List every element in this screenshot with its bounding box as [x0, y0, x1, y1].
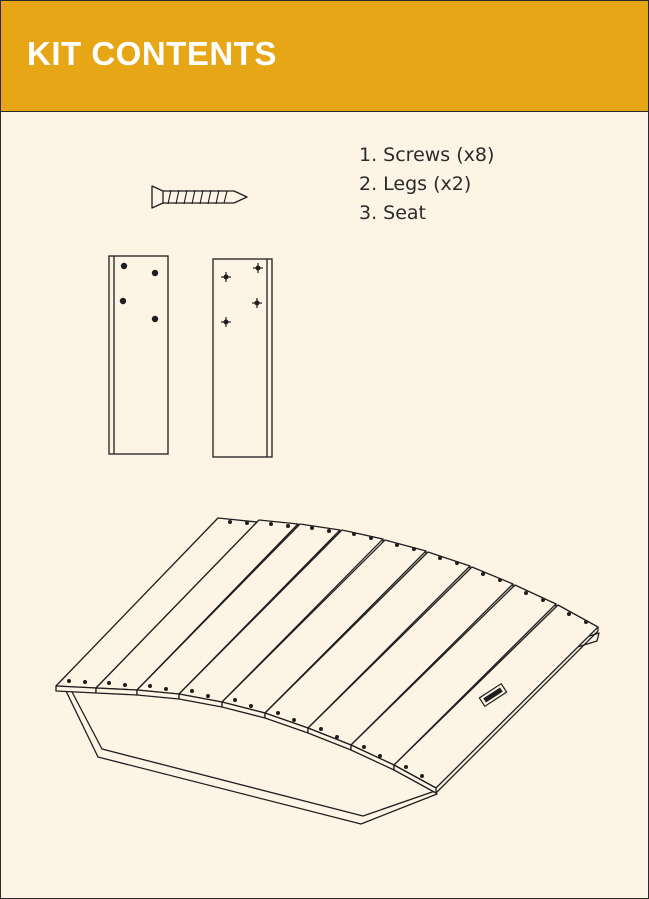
page-title: KIT CONTENTS — [27, 35, 277, 72]
parts-list-item-legs: 2. Legs (x2) — [359, 173, 472, 195]
parts-list-item-seat: 3. Seat — [359, 202, 427, 224]
parts-list-item-screws: 1. Screws (x8) — [359, 144, 495, 166]
screw-illustration — [151, 185, 248, 209]
brand-plate-icon — [478, 683, 508, 707]
leg-illustration — [212, 258, 273, 458]
screw-holes-back — [228, 520, 588, 624]
seat-illustration — [55, 517, 600, 825]
parts-list: 1. Screws (x8) 2. Legs (x2) 3. Seat — [359, 141, 494, 228]
screw-holes-front — [67, 679, 424, 778]
leg-illustration — [108, 255, 169, 455]
header-band: KIT CONTENTS — [1, 1, 648, 112]
